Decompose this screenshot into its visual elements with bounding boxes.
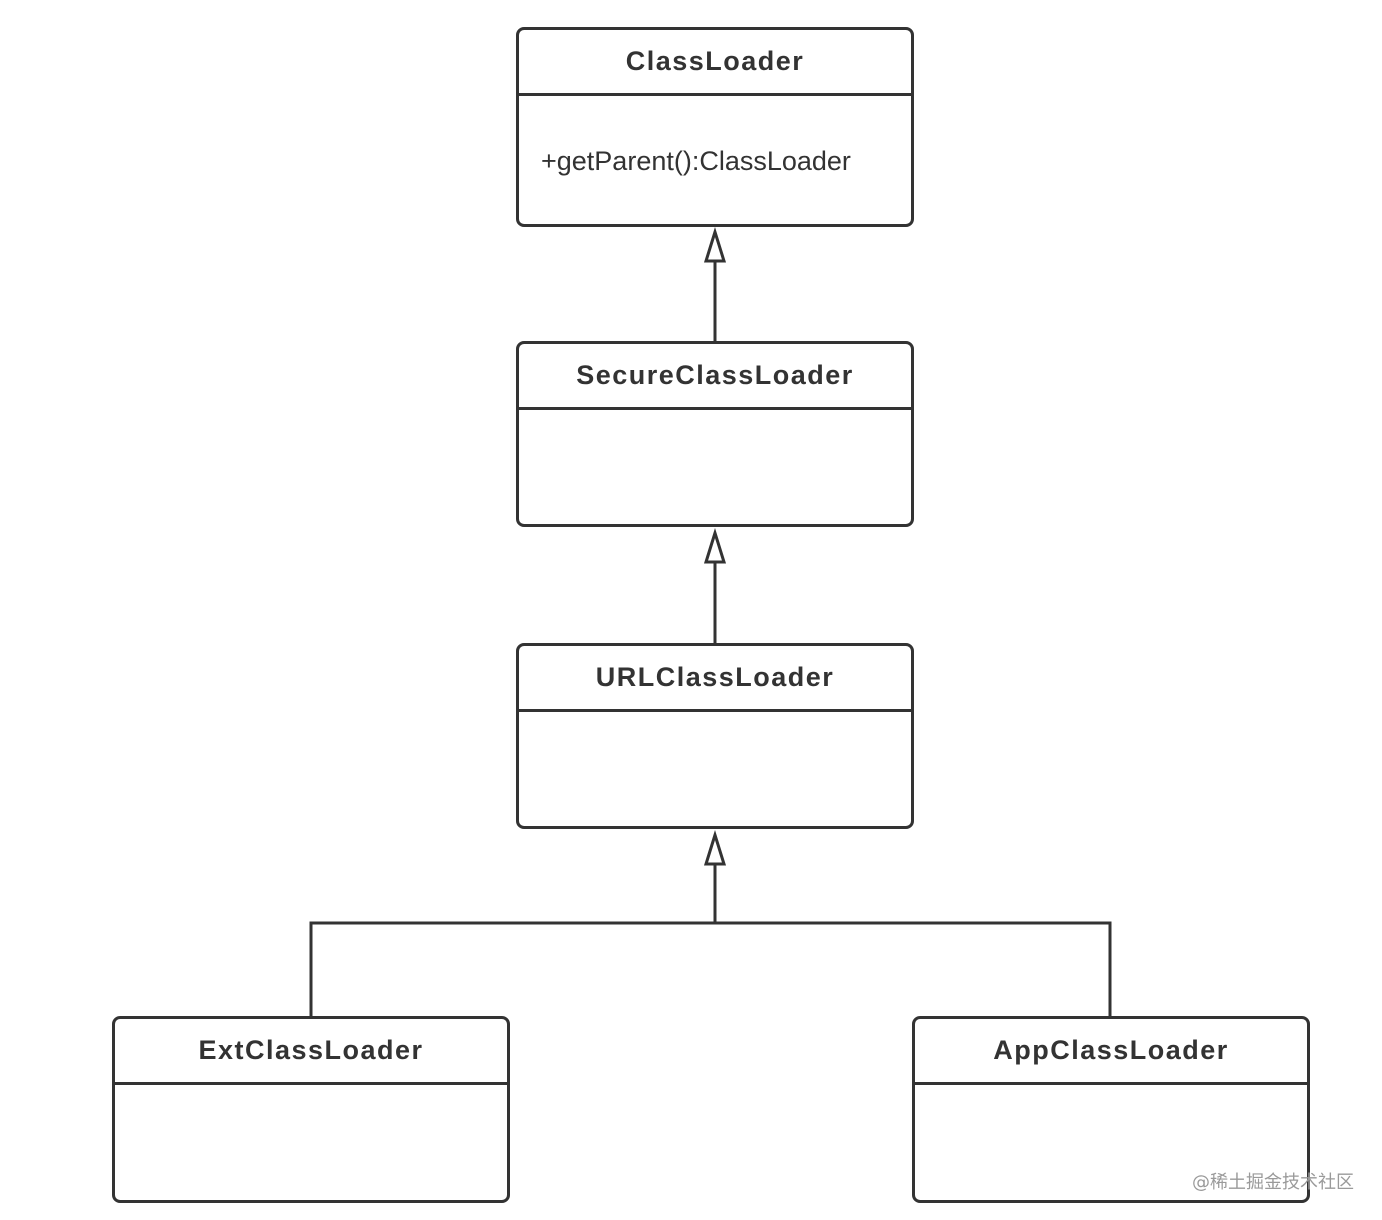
edge-appclassloader-to-urlclassloader <box>715 921 1112 1016</box>
class-box-appclassloader: AppClassLoader <box>912 1016 1310 1203</box>
class-name-urlclassloader: URLClassLoader <box>519 646 911 712</box>
class-name-secureclassloader: SecureClassLoader <box>519 344 911 410</box>
class-box-secureclassloader: SecureClassLoader <box>516 341 914 527</box>
generalization-arrowhead-classloader <box>703 226 727 263</box>
class-box-urlclassloader: URLClassLoader <box>516 643 914 829</box>
watermark-text: @稀土掘金技术社区 <box>1192 1172 1354 1193</box>
class-box-extclassloader: ExtClassLoader <box>112 1016 510 1203</box>
method-getparent: +getParent():ClassLoader <box>541 146 851 176</box>
class-name-classloader: ClassLoader <box>519 30 911 96</box>
class-box-classloader: ClassLoader +getParent():ClassLoader <box>516 27 914 227</box>
edge-extclassloader-to-urlclassloader <box>309 921 715 1016</box>
class-name-appclassloader: AppClassLoader <box>915 1019 1307 1085</box>
generalization-arrowhead-urlclassloader <box>703 829 727 866</box>
generalization-arrowhead-secureclassloader <box>703 527 727 564</box>
class-name-extclassloader: ExtClassLoader <box>115 1019 507 1085</box>
